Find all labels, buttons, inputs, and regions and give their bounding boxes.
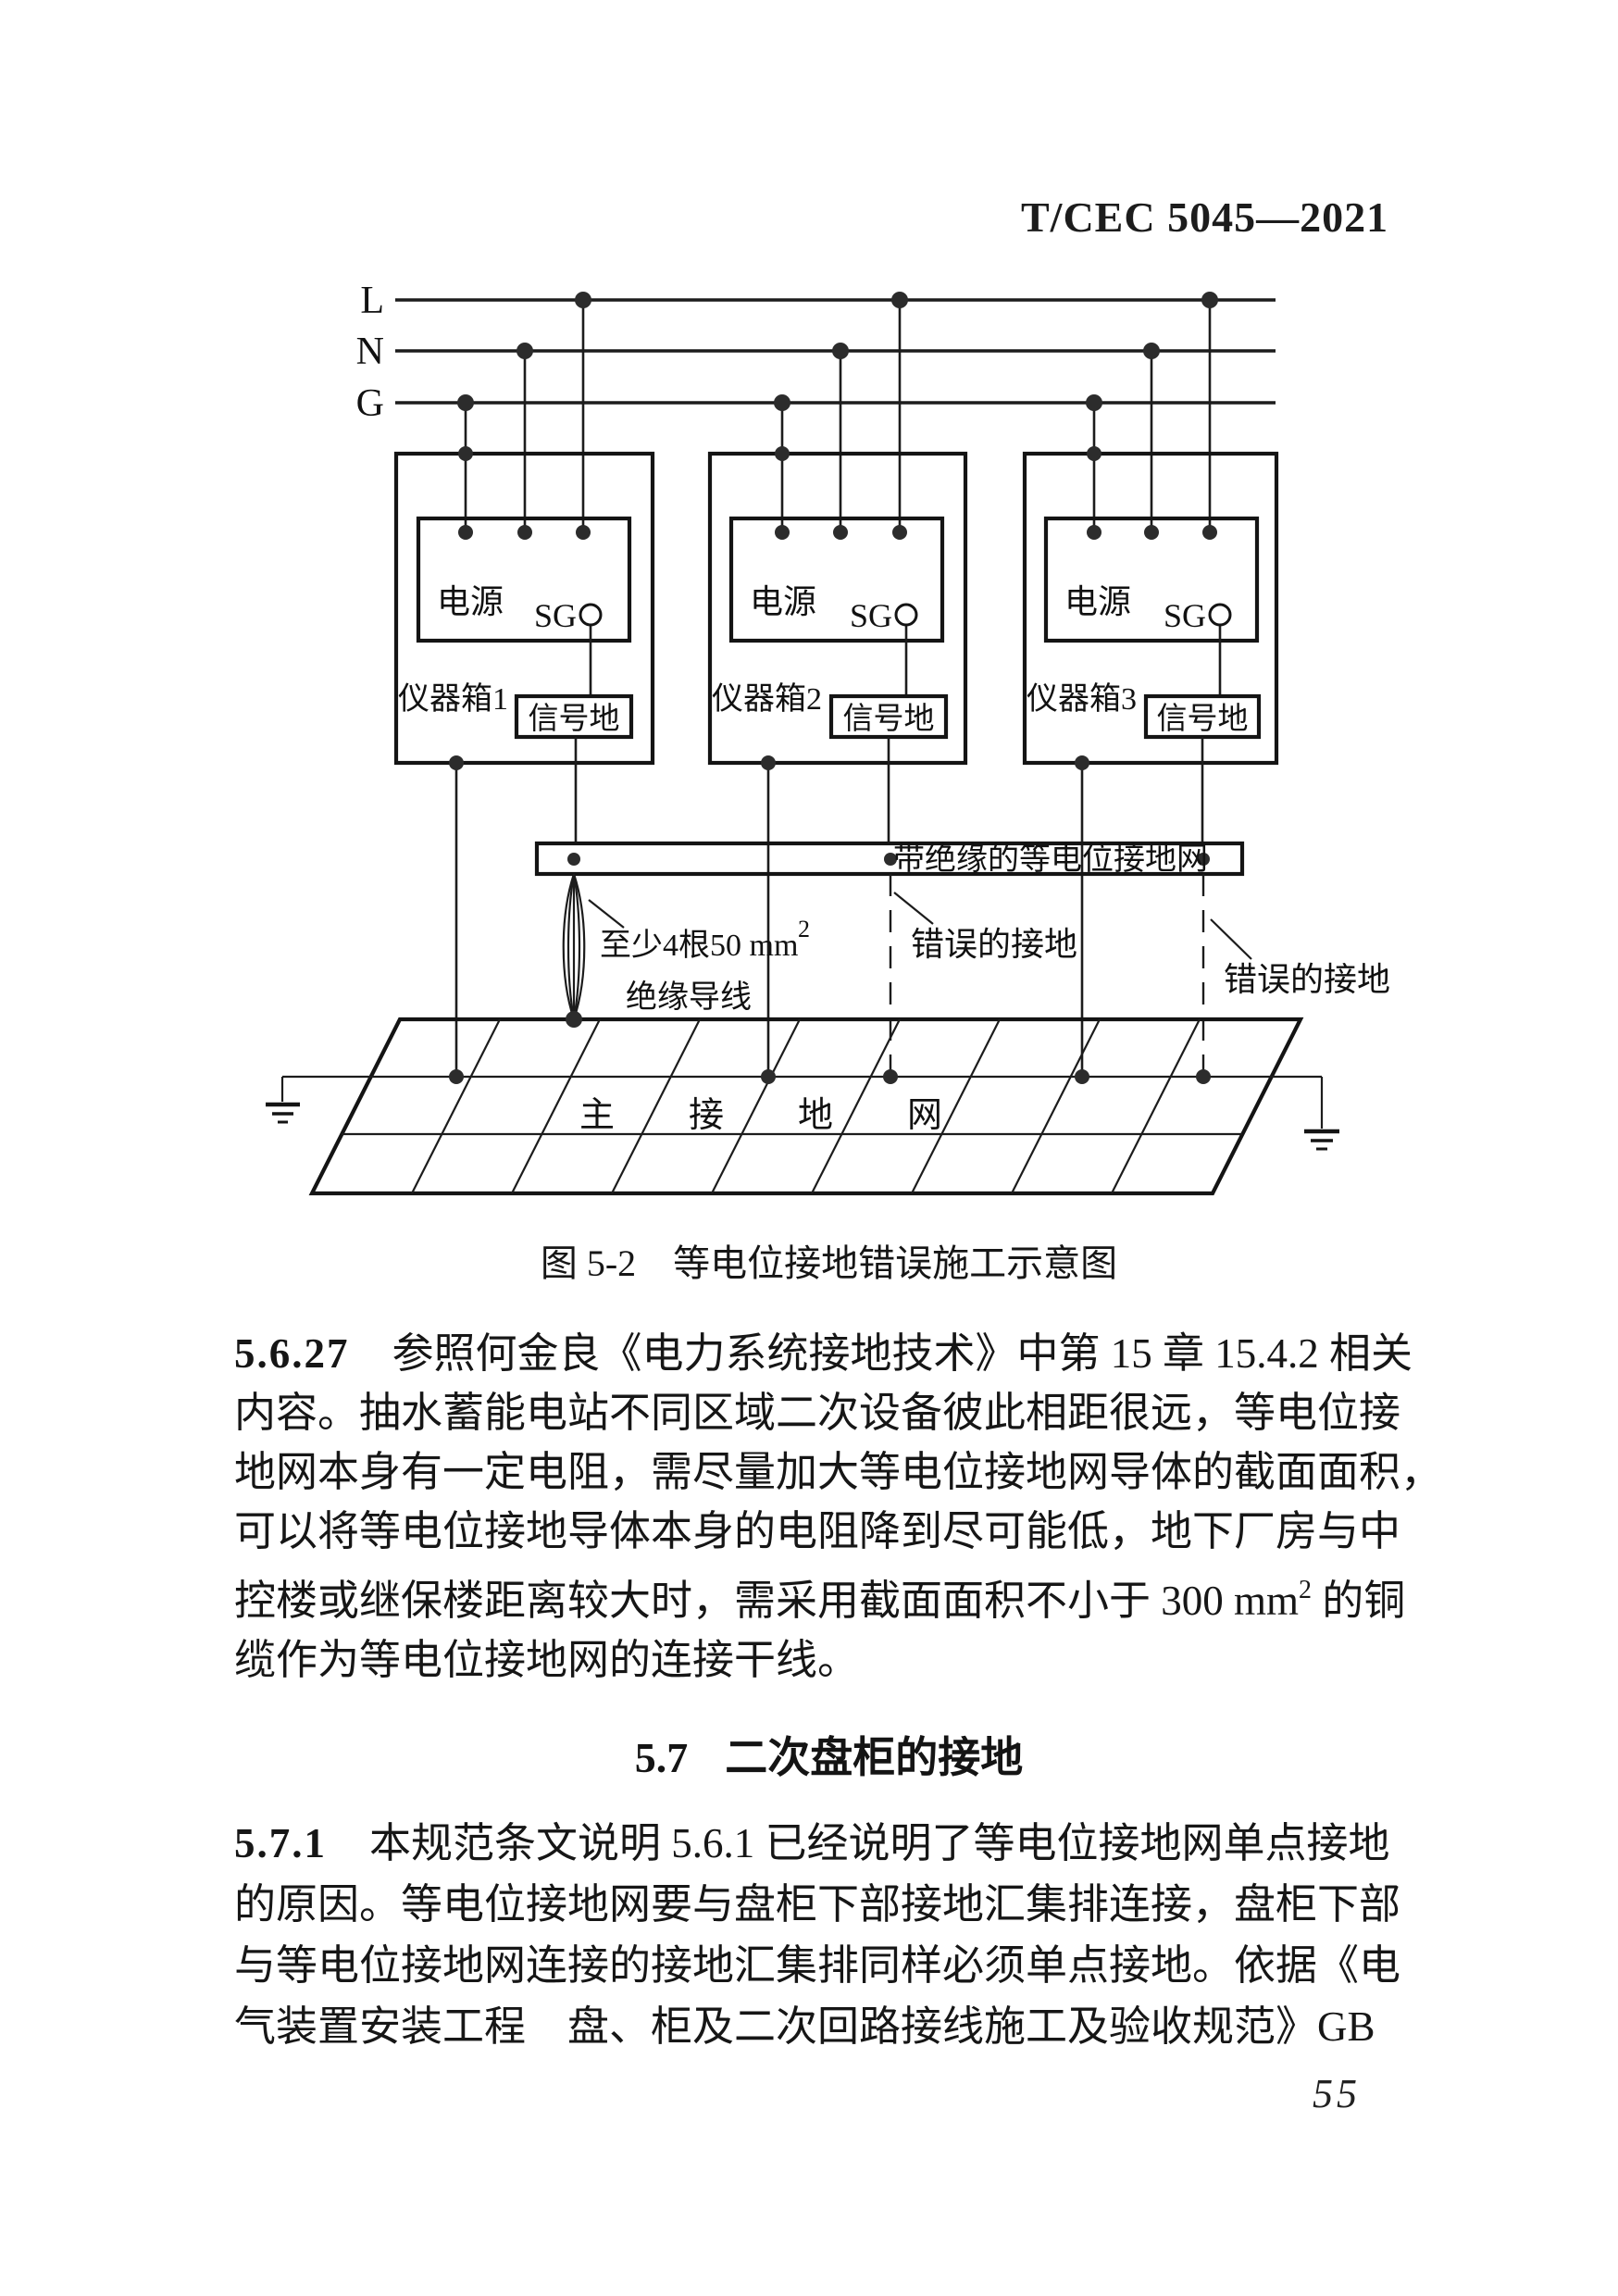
paragraph-5-6-27: 5.6.27 参照何金良《电力系统接地技术》中第 15 章 15.4.2 相关 内… xyxy=(234,1324,1443,1690)
line-text: 本规范条文说明 5.6.1 已经说明了等电位接地网单点接地 xyxy=(369,1820,1390,1866)
box1-name: 仪器箱1 xyxy=(398,681,508,717)
box1-signal-ground-label: 信号地 xyxy=(529,702,620,736)
conductor-bundle xyxy=(562,873,586,1020)
signal-ground-drop-lines xyxy=(574,737,1204,843)
wrong-ground-dashed-lines xyxy=(889,874,1205,1077)
earth-symbol-right xyxy=(1304,1129,1339,1151)
leader-lines xyxy=(588,892,1252,960)
paragraph-line: 内容。抽水蓄能电站不同区域二次设备彼此相距很远，等电位接 xyxy=(234,1390,1401,1436)
standard-code: T/CEC 5045—2021 xyxy=(1021,193,1389,241)
box2-sg-label: SG xyxy=(850,597,892,634)
earth-connection-stubs xyxy=(280,1077,1324,1129)
grid-char-4: 网 xyxy=(907,1096,942,1135)
bus-label-l: L xyxy=(360,280,384,322)
sg-to-signal-ground-lines xyxy=(589,624,1222,696)
section-title: 二次盘柜的接地 xyxy=(725,1734,1024,1781)
paragraph-line: 5.6.27 参照何金良《电力系统接地技术》中第 15 章 15.4.2 相关 xyxy=(234,1324,1428,1383)
grid-slant-lines xyxy=(411,1018,1201,1194)
line-text: 的铜 xyxy=(1312,1578,1406,1624)
box3-name: 仪器箱3 xyxy=(1027,681,1137,717)
paragraph-line: 气装置安装工程 盘、柜及二次回路接线施工及验收规范》GB xyxy=(234,2003,1375,2050)
superscript: 2 xyxy=(1299,1576,1313,1604)
figure-caption: 图 5-2 等电位接地错误施工示意图 xyxy=(540,1242,1118,1284)
box2-power-label: 电源 xyxy=(750,583,816,620)
enclosure-ground-lines xyxy=(454,763,1084,1077)
equipotential-bar-label: 带绝缘的等电位接地网 xyxy=(893,842,1208,877)
bus-labels: L N G xyxy=(356,280,384,425)
wrong-ground-label-2: 错误的接地 xyxy=(1224,961,1390,998)
junction-dots xyxy=(449,292,1218,1084)
paragraph-line: 5.7.1 本规范条文说明 5.6.1 已经说明了等电位接地网单点接地 xyxy=(234,1813,1428,1874)
box3-sg-label: SG xyxy=(1164,597,1206,634)
bus-label-n: N xyxy=(356,331,384,373)
power-unit-outlines xyxy=(416,516,1260,643)
paragraph-line: 控楼或继保楼距离较大时，需采用截面面积不小于 300 mm2 的铜 xyxy=(234,1561,1428,1630)
paragraph-line: 缆作为等电位接地网的连接干线。 xyxy=(234,1637,860,1683)
clause-number: 5.7.1 xyxy=(234,1820,327,1866)
box2-name: 仪器箱2 xyxy=(712,681,822,717)
bus-tap-lines xyxy=(464,300,1212,532)
bundle-note-line1: 至少4根50 mm xyxy=(600,929,798,963)
diagram-texts: 电源 电源 电源 SG SG SG 仪器箱1 仪器箱2 仪器箱3 信号地 信号地… xyxy=(398,583,1390,1135)
wrong-ground-label-1: 错误的接地 xyxy=(911,926,1077,963)
box1-sg-label: SG xyxy=(534,597,577,634)
box1-power-label: 电源 xyxy=(437,583,504,620)
paragraph-5-7-1: 5.7.1 本规范条文说明 5.6.1 已经说明了等电位接地网单点接地 的原因。等… xyxy=(234,1813,1428,2057)
box2-signal-ground-label: 信号地 xyxy=(843,702,935,736)
bus-label-g: G xyxy=(356,382,384,425)
paragraph-line: 地网本身有一定电阻，需尽量加大等电位接地网导体的截面面积， xyxy=(234,1449,1443,1495)
bundle-note-line2: 绝缘导线 xyxy=(626,980,752,1015)
box3-power-label: 电源 xyxy=(1064,583,1131,620)
clause-number: 5.6.27 xyxy=(234,1330,350,1377)
grid-char-1: 主 xyxy=(579,1096,615,1135)
paragraph-line: 与等电位接地网连接的接地汇集排同样必须单点接地。依据《电 xyxy=(234,1942,1401,1989)
grid-char-3: 地 xyxy=(798,1096,833,1135)
instrument-box-outlines xyxy=(393,451,1279,766)
line-text: 参照何金良《电力系统接地技术》中第 15 章 15.4.2 相关 xyxy=(392,1330,1413,1377)
grid-char-2: 接 xyxy=(689,1096,724,1135)
sg-terminals xyxy=(579,603,1232,627)
line-text: 控楼或继保楼距离较大时，需采用截面面积不小于 300 mm xyxy=(234,1578,1300,1624)
figure-5-2-diagram: L N G xyxy=(266,280,1390,1196)
paragraph-line: 的原因。等电位接地网要与盘柜下部接地汇集排连接，盘柜下部 xyxy=(234,1881,1401,1928)
paragraph-line: 可以将等电位接地导体本身的电阻降到尽可能低，地下厂房与中 xyxy=(234,1508,1401,1554)
page-number: 55 xyxy=(1313,2071,1361,2116)
earth-symbol-left xyxy=(266,1102,300,1124)
section-heading-5-7: 5.7 二次盘柜的接地 xyxy=(234,1724,1424,1785)
section-number: 5.7 xyxy=(634,1734,689,1781)
bundle-note-sup: 2 xyxy=(798,916,810,942)
box3-signal-ground-label: 信号地 xyxy=(1157,702,1249,736)
